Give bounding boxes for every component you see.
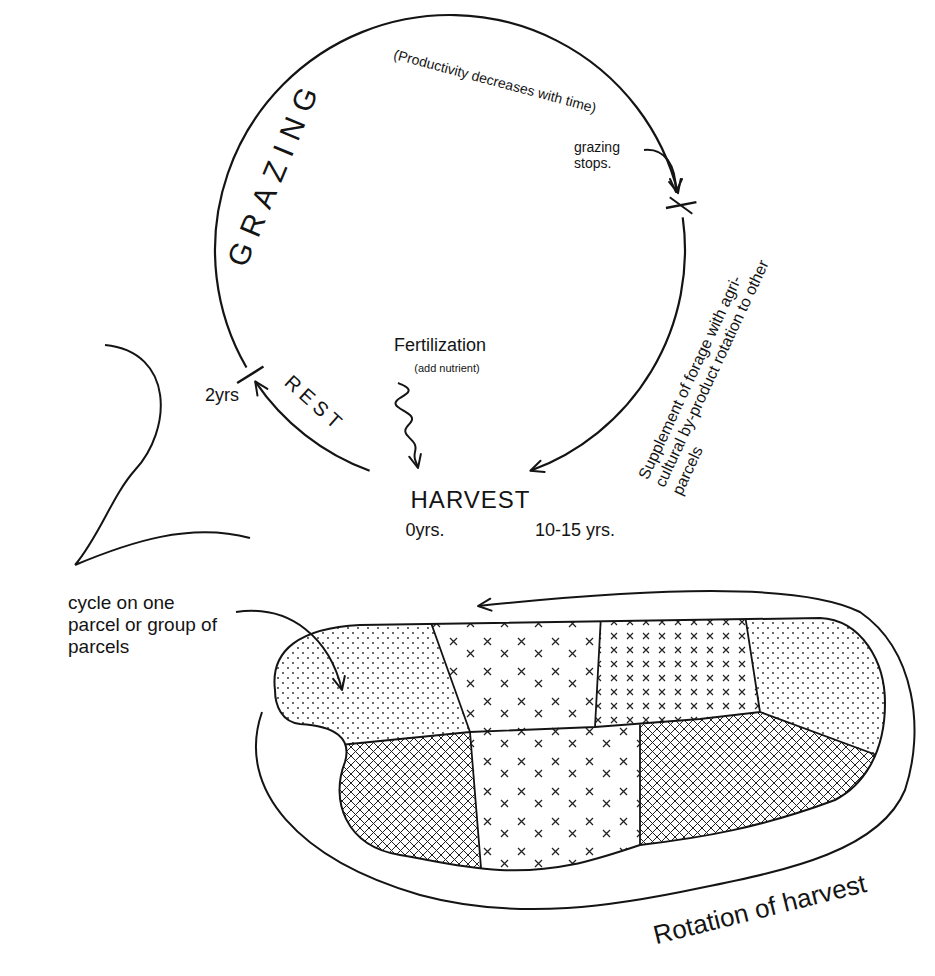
input-note: (add nutrient)	[414, 362, 479, 375]
parcel-hatched	[640, 712, 930, 900]
parcel-crosses	[470, 724, 640, 900]
arrow-head	[255, 381, 267, 395]
tick-mark	[670, 197, 693, 214]
stage-note: (Productivity decreases with time)	[392, 46, 598, 116]
time-mark: 10-15 yrs.	[535, 520, 615, 541]
arrow-head	[670, 179, 682, 192]
time-mark: 2yrs	[205, 385, 239, 406]
cycle-arc	[215, 15, 678, 368]
parcel-crosses	[430, 600, 601, 732]
arrow-head	[409, 454, 421, 468]
note: cycle on one parcel or group of parcels	[68, 592, 228, 658]
loop-label: Rotation of harvest	[651, 869, 870, 951]
arrow-head	[478, 599, 492, 611]
rotation-loop	[256, 591, 915, 909]
arrow-head	[333, 676, 345, 690]
tick-mark	[237, 367, 263, 383]
event-note: grazing stops.	[574, 139, 636, 171]
parcel-outline	[274, 618, 885, 870]
arrow-head	[530, 461, 544, 472]
stage-name: REST	[276, 367, 350, 437]
curly-brace	[75, 345, 250, 565]
input-name: Fertilization	[394, 335, 486, 356]
stage-note: Supplement of forage with agri-cultural …	[635, 248, 791, 498]
cycle-drawing	[215, 15, 696, 472]
squiggle-arrow	[396, 383, 418, 468]
time-mark: 0yrs.	[405, 520, 444, 541]
stage-name: HARVEST	[410, 486, 531, 514]
pointer-arrow	[236, 611, 342, 690]
stage-name: GRAZING	[217, 74, 329, 280]
parcel-divider	[330, 615, 890, 880]
